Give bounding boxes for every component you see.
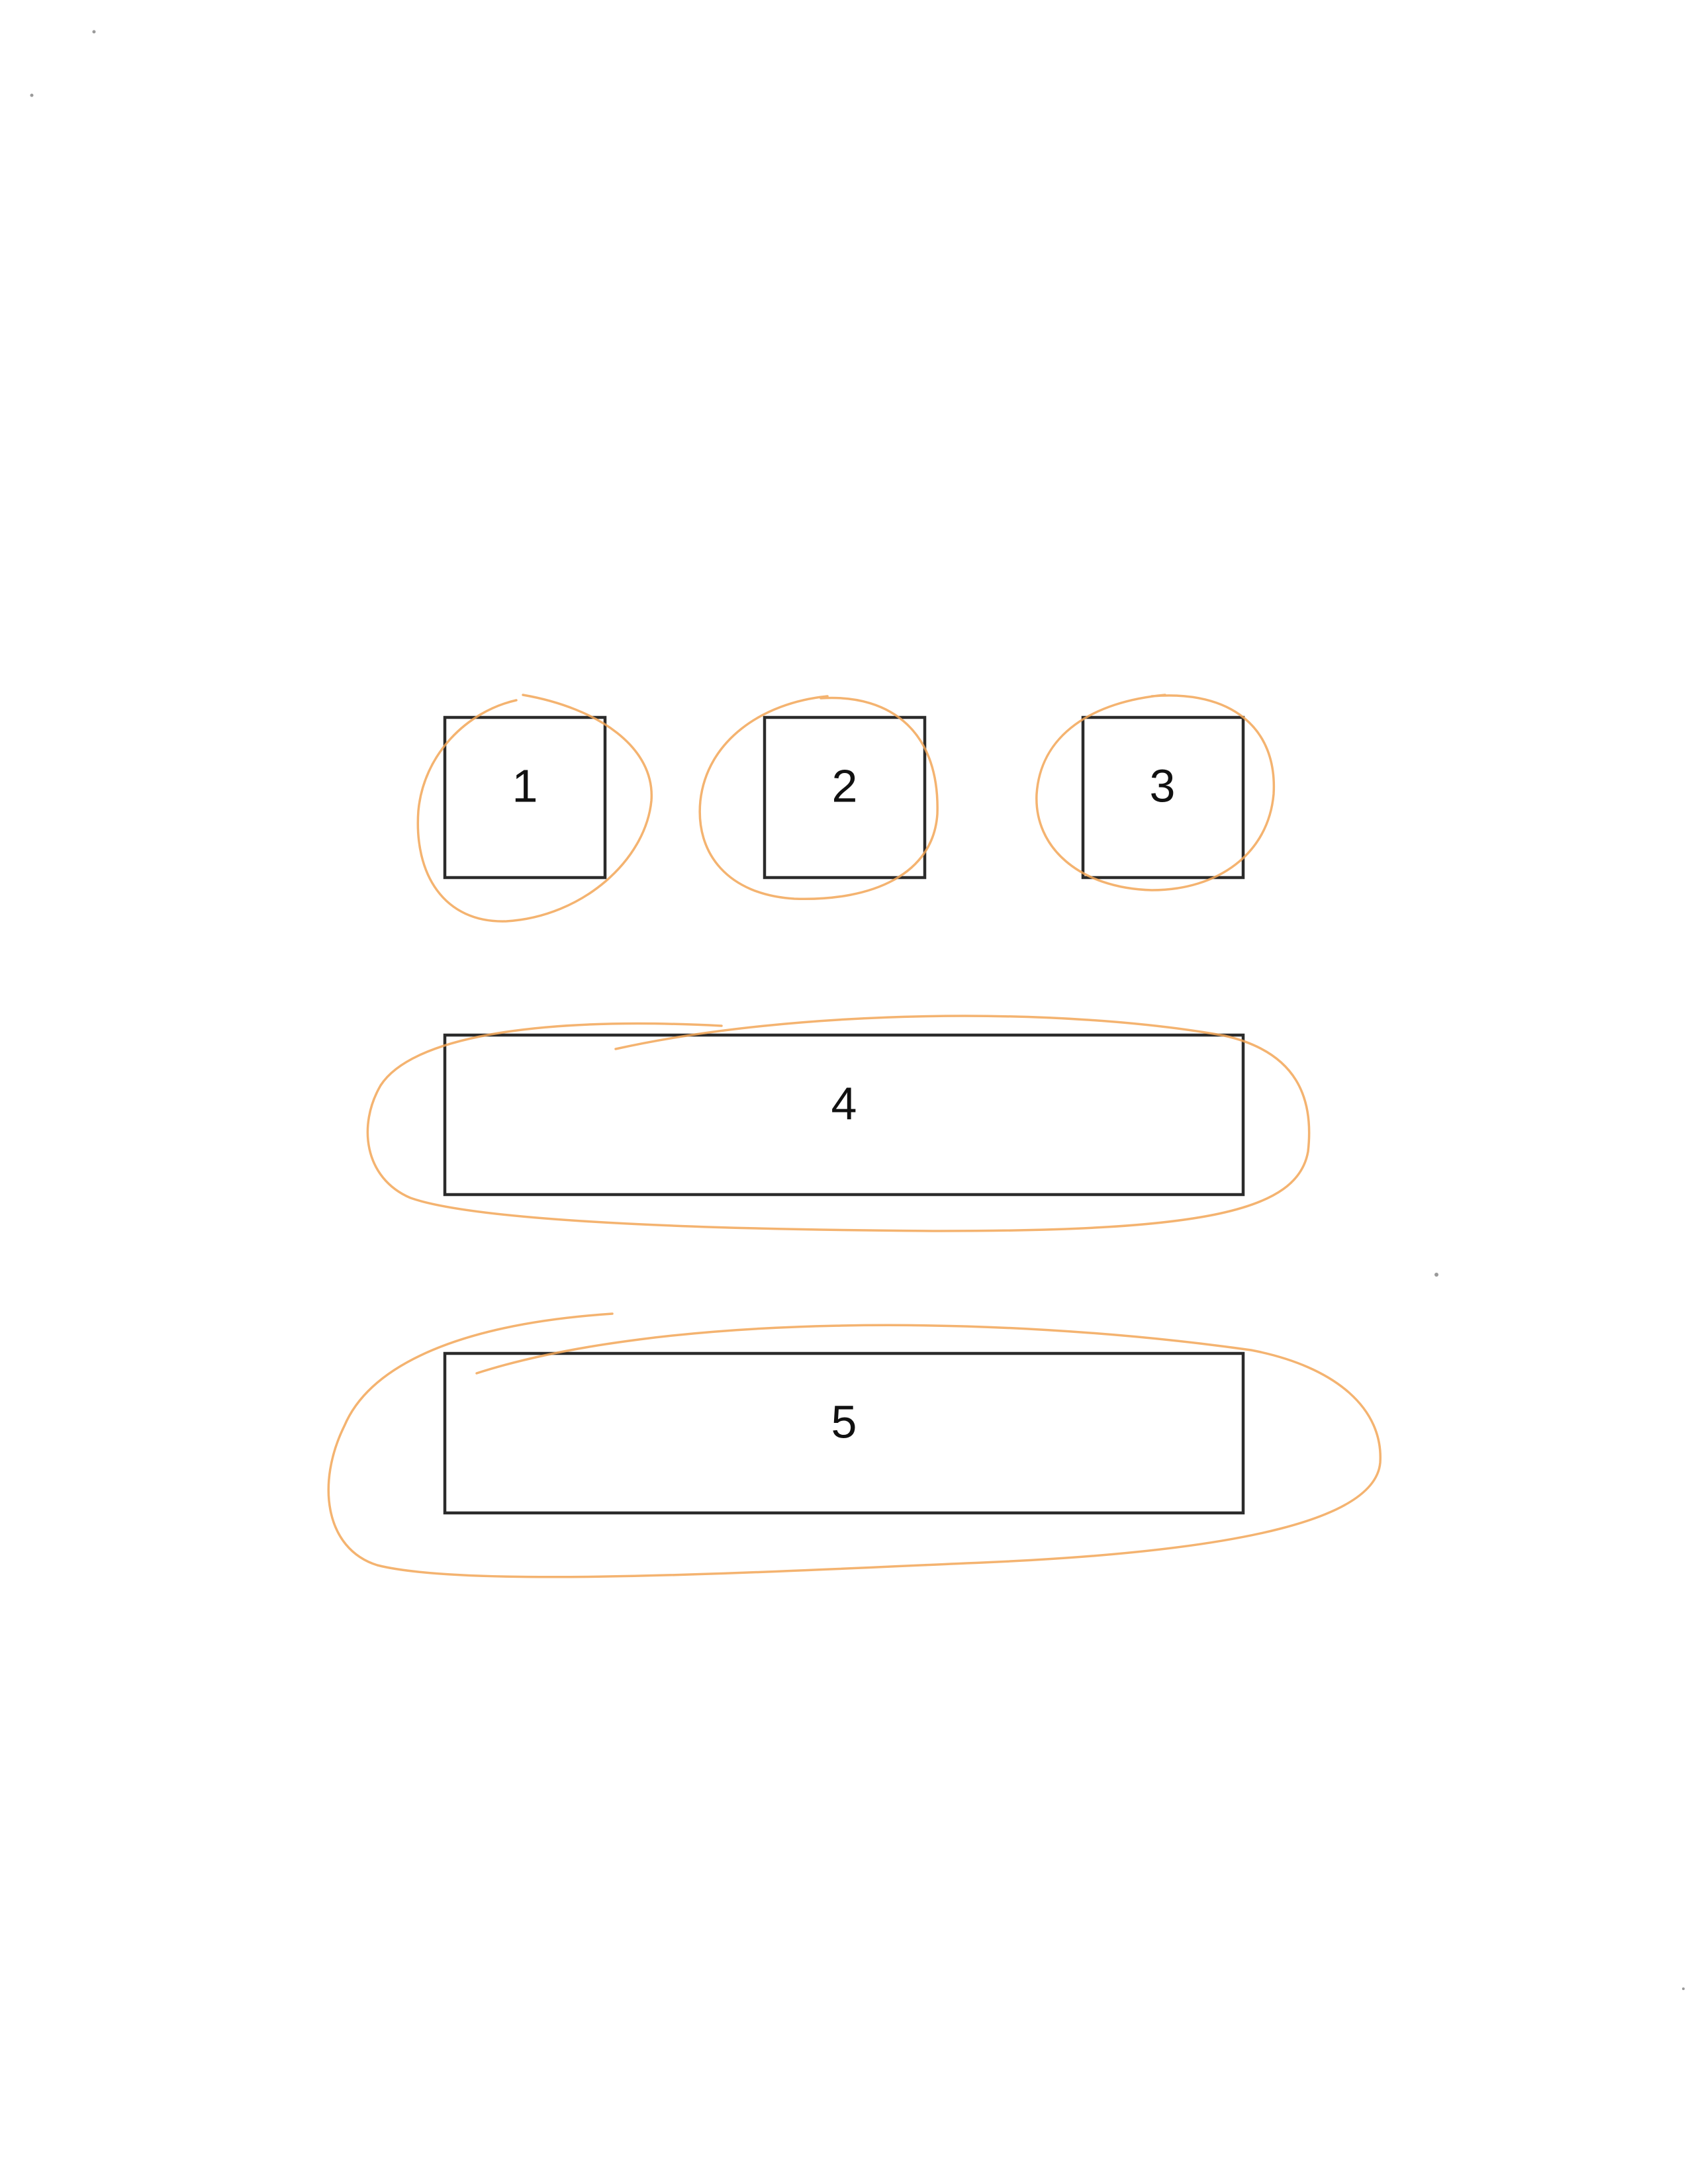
- box-3-marker-circle: [1035, 694, 1276, 891]
- box-2-label: 2: [832, 760, 858, 811]
- scan-speck: [1434, 1273, 1438, 1277]
- box-1-marker-circle: [416, 694, 653, 923]
- scan-speck: [92, 30, 96, 34]
- box-3-label: 3: [1150, 760, 1176, 811]
- box-2-marker-circle: [698, 695, 939, 900]
- box-2-outline: [763, 715, 927, 880]
- box-3: 3: [1035, 694, 1276, 891]
- box-5-marker-circle: [327, 1312, 1382, 1578]
- box-3-outline: [1081, 715, 1245, 880]
- box-5: 5: [327, 1312, 1382, 1578]
- box-5-label: 5: [831, 1396, 857, 1447]
- scan-speck: [30, 93, 34, 97]
- box-4-marker-circle: [366, 1015, 1311, 1232]
- box-5-outline: [443, 1351, 1245, 1515]
- box-1: 1: [416, 694, 653, 923]
- box-4-outline: [443, 1033, 1245, 1197]
- scan-specks: [30, 30, 1685, 1990]
- box-4: 4: [366, 1015, 1311, 1232]
- scan-speck: [1682, 1987, 1685, 1990]
- box-1-outline: [443, 715, 607, 880]
- box-2: 2: [698, 695, 939, 900]
- box-1-label: 1: [512, 760, 538, 811]
- box-4-label: 4: [831, 1077, 857, 1129]
